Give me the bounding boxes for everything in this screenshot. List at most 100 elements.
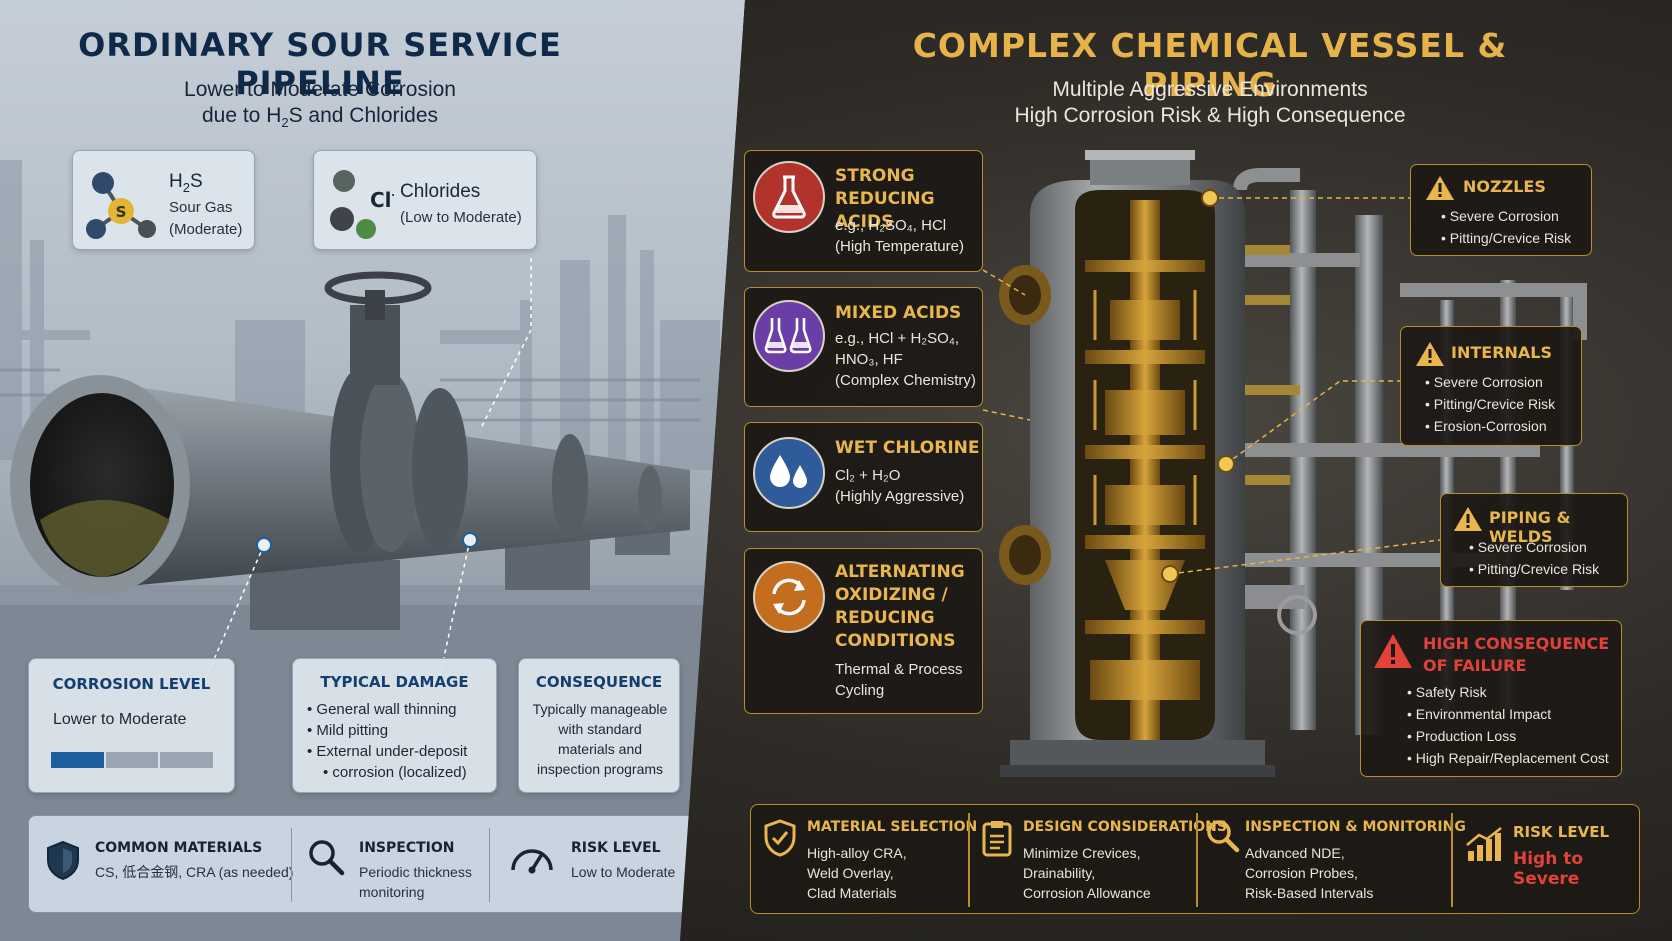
- level-segment-3: [160, 752, 214, 768]
- callout-item: Environmental Impact: [1407, 703, 1609, 725]
- magnifier-icon: [1207, 820, 1240, 853]
- chloride-ion-icon: Cl-: [330, 170, 394, 239]
- inspection-monitoring-text: Advanced NDE,Corrosion Probes,Risk-Based…: [1245, 845, 1374, 901]
- chlorides-desc: (Low to Moderate): [400, 209, 522, 226]
- chloride-ion-label: Cl: [370, 188, 392, 212]
- gauge-icon: [511, 849, 553, 874]
- callout-list: Severe Corrosion Pitting/Crevice Risk: [1469, 536, 1599, 580]
- hazard-title: WET CHLORINE: [835, 438, 980, 458]
- chlorides-card: Cl- Chlorides (Low to Moderate): [313, 150, 537, 250]
- callout-item: Safety Risk: [1407, 681, 1609, 703]
- callout-list: Severe Corrosion Pitting/Crevice Risk Er…: [1425, 371, 1555, 437]
- callout-list: Severe Corrosion Pitting/Crevice Risk: [1441, 205, 1571, 249]
- callout-item: Pitting/Crevice Risk: [1469, 558, 1599, 580]
- h2s-name: H2S: [169, 171, 203, 195]
- callout-item: Erosion-Corrosion: [1425, 415, 1555, 437]
- refinery-pipeline-illustration: [0, 160, 745, 941]
- hazard-icon-bg: [753, 300, 825, 372]
- danger-warning-icon: [1374, 634, 1412, 668]
- rising-bars-icon: [1466, 827, 1502, 861]
- chloride-ion-charge: -: [392, 188, 394, 203]
- callout-item: Production Loss: [1407, 725, 1609, 747]
- right-subtitle-1: Multiple Aggressive Environments: [1052, 78, 1368, 101]
- flasks-icon: [764, 318, 812, 354]
- warning-icon: [1426, 176, 1454, 200]
- hazard-wet-chlorine: WET CHLORINE Cl₂ + H₂O(Highly Aggressive…: [744, 422, 983, 532]
- right-bottom-strip: MATERIAL SELECTION High-alloy CRA,Weld O…: [750, 804, 1640, 914]
- material-selection-title: MATERIAL SELECTION: [807, 819, 978, 835]
- shield-check-icon: [764, 819, 796, 857]
- callout-nozzles: NOZZLES Severe Corrosion Pitting/Crevice…: [1410, 164, 1592, 256]
- callout-item: Severe Corrosion: [1425, 371, 1555, 393]
- hazard-mixed-acids: MIXED ACIDS e.g., HCl + H₂SO₄,HNO₃, HF(C…: [744, 287, 983, 407]
- cycle-arrows-icon: [772, 578, 806, 616]
- risk-level-title: RISK LEVEL: [1513, 823, 1609, 841]
- risk-level-text: Low to Moderate: [571, 864, 676, 880]
- design-considerations-title: DESIGN CONSIDERATIONS: [1023, 819, 1227, 835]
- inspection-line-2: monitoring: [359, 884, 425, 900]
- design-considerations-text: Minimize Crevices,Drainability,Corrosion…: [1023, 845, 1151, 901]
- callout-internals: INTERNALS Severe Corrosion Pitting/Crevi…: [1400, 326, 1582, 446]
- inspection-title: INSPECTION: [359, 840, 455, 856]
- warning-icon: [1416, 342, 1444, 366]
- left-bottom-strip: COMMON MATERIALS CS, 低合金钢, CRA (as neede…: [28, 815, 696, 913]
- callout-list: Safety Risk Environmental Impact Product…: [1407, 681, 1609, 769]
- common-materials-title: COMMON MATERIALS: [95, 840, 263, 856]
- hazard-text: e.g., H₂SO₄, HCl(High Temperature): [835, 217, 964, 255]
- material-selection-text: High-alloy CRA,Weld Overlay,Clad Materia…: [807, 845, 907, 901]
- corrosion-level-value: Lower to Moderate: [53, 711, 187, 728]
- left-subtitle-1: Lower to Moderate Corrosion: [184, 78, 456, 101]
- callout-item: Pitting/Crevice Risk: [1425, 393, 1555, 415]
- divider: [968, 813, 970, 907]
- shield-icon: [47, 840, 79, 880]
- hazard-icon-bg: [753, 161, 825, 233]
- common-materials-text: CS, 低合金钢, CRA (as needed): [95, 864, 294, 880]
- left-title: ORDINARY SOUR SERVICE PIPELINE: [78, 26, 562, 102]
- divider: [489, 828, 490, 902]
- left-subtitle-2: due to H2S and Chlorides: [201, 104, 439, 131]
- divider: [1451, 813, 1453, 907]
- divider: [291, 828, 292, 902]
- corrosion-level-bar: [51, 752, 214, 768]
- inspection-line-1: Periodic thickness: [359, 864, 472, 880]
- magnifier-icon: [309, 840, 345, 876]
- h2s-molecule-icon: S: [86, 172, 156, 239]
- consequence-card: CONSEQUENCE Typically manageable with st…: [518, 658, 680, 793]
- risk-level-value: High to Severe: [1513, 849, 1584, 889]
- callout-piping-welds: PIPING & WELDS Severe Corrosion Pitting/…: [1440, 493, 1628, 587]
- flask-icon: [772, 175, 806, 219]
- damage-item-continued: corrosion (localized): [307, 762, 467, 783]
- hazard-title: MIXED ACIDS: [835, 303, 962, 323]
- level-segment-2: [105, 752, 159, 768]
- hazard-text: Cl₂ + H₂O(Highly Aggressive): [835, 467, 965, 505]
- typical-damage-card: TYPICAL DAMAGE General wall thinning Mil…: [292, 658, 497, 793]
- hazard-text: e.g., HCl + H₂SO₄,HNO₃, HF(Complex Chemi…: [835, 330, 976, 389]
- callout-title: INTERNALS: [1451, 343, 1552, 362]
- typical-damage-title: TYPICAL DAMAGE: [320, 673, 469, 691]
- consequence-title: CONSEQUENCE: [535, 673, 663, 691]
- right-title: COMPLEX CHEMICAL VESSEL & PIPING: [912, 26, 1508, 104]
- callout-item: High Repair/Replacement Cost: [1407, 747, 1609, 769]
- h2s-card: S H2S Sour Gas (Moderate): [72, 150, 255, 250]
- h2s-desc-1: Sour Gas: [169, 199, 233, 216]
- corrosion-level-card: CORROSION LEVEL Lower to Moderate: [28, 658, 235, 793]
- consequence-text: Typically manageable with standard mater…: [519, 699, 681, 779]
- typical-damage-list: General wall thinning Mild pitting Exter…: [307, 699, 467, 783]
- callout-item: Severe Corrosion: [1469, 536, 1599, 558]
- callout-item: Pitting/Crevice Risk: [1441, 227, 1571, 249]
- consequence-line: with standard: [558, 721, 642, 737]
- damage-item: General wall thinning: [307, 699, 467, 720]
- callout-item: Severe Corrosion: [1441, 205, 1571, 227]
- inspection-monitoring-title: INSPECTION & MONITORING: [1245, 819, 1466, 835]
- warning-icon: [1454, 507, 1482, 531]
- consequence-line: materials and: [557, 741, 643, 757]
